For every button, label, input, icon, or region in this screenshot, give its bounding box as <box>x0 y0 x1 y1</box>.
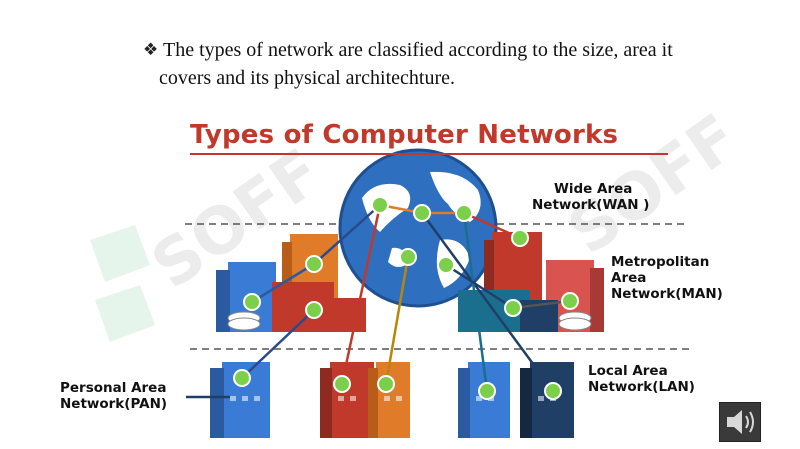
wan-label-line-1: Wide Area <box>554 181 633 197</box>
bullet-text: The types of network are classified acco… <box>143 36 773 92</box>
bullet-text-line-2: covers and its physical architechture. <box>159 67 455 89</box>
pan-label-line-1: Personal Area <box>60 380 167 396</box>
man-label: Metropolitan Area Network(MAN) <box>611 254 723 302</box>
network-nodes <box>233 196 579 400</box>
wan-label-line-2: Network(WAN ) <box>532 197 650 213</box>
lan-label-line-2: Network(LAN) <box>588 379 695 395</box>
four-diamond-bullet-icon: ❖ <box>143 40 159 59</box>
speaker-icon[interactable] <box>719 402 761 442</box>
man-label-line-3: Network(MAN) <box>611 286 723 302</box>
bullet-point: ❖ The types of network are classified ac… <box>143 36 773 92</box>
figure-title: Types of Computer Networks <box>190 120 619 150</box>
man-label-line-2: Area <box>611 270 647 286</box>
bullet-text-line-1: The types of network are classified acco… <box>163 39 673 61</box>
pan-label: Personal Area Network(PAN) <box>60 380 167 412</box>
wan-label: Wide Area Network(WAN ) <box>532 181 649 213</box>
man-label-line-1: Metropolitan <box>611 254 710 270</box>
speaker-icon-graphic <box>719 402 761 442</box>
pan-label-line-2: Network(PAN) <box>60 396 168 412</box>
lan-label: Local Area Network(LAN) <box>588 363 695 395</box>
figure-title-underline <box>190 153 668 155</box>
lan-buildings <box>210 362 574 438</box>
lan-label-line-1: Local Area <box>588 363 668 379</box>
